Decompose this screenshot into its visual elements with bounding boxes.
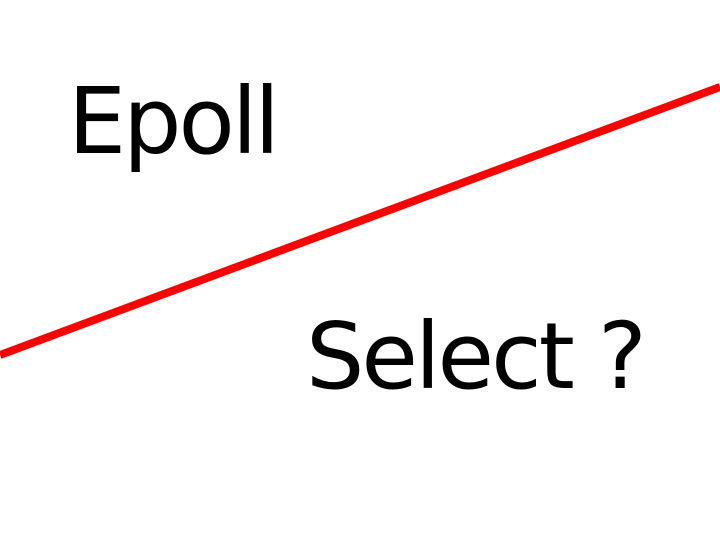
select-question-label: Select ?	[306, 303, 647, 410]
diagonal-stroke	[0, 83, 720, 359]
epoll-label: Epoll	[68, 68, 280, 175]
